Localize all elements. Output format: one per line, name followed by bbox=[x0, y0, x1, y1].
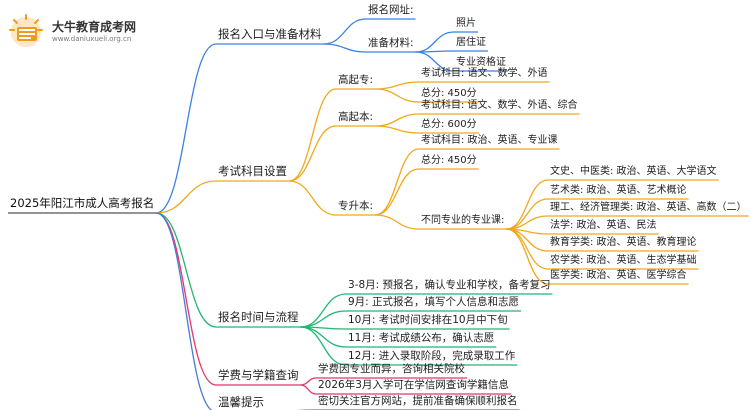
material-residence-permit: 居住证 bbox=[456, 37, 486, 48]
connector-b4 bbox=[156, 212, 213, 410]
connector-b2-3 bbox=[300, 326, 347, 348]
connector-b1-2-0 bbox=[374, 148, 420, 216]
connector-b1-2-2-6 bbox=[506, 228, 549, 285]
branch-reminder: 温馨提示 bbox=[218, 395, 264, 409]
branch-exam-subjects: 考试科目设置 bbox=[218, 164, 287, 178]
connector-b1-2-2-0 bbox=[506, 179, 549, 230]
connector-b0-0 bbox=[323, 18, 367, 45]
branch-tuition-status: 学费与学籍查询 bbox=[218, 368, 299, 382]
zhuanshengben-total: 总分: 450分 bbox=[421, 155, 477, 166]
level-zhuanshengben: 专升本: bbox=[338, 200, 374, 212]
schedule-nov: 11月: 考试成绩公布，确认志愿 bbox=[348, 332, 495, 344]
major-medicine: 医学类: 政治、英语、医学综合 bbox=[550, 270, 687, 281]
gaoqiben-subjects: 考试科目: 语文、数学、外语、综合 bbox=[421, 100, 578, 111]
connector-b1-0 bbox=[288, 88, 337, 182]
materials-label: 准备材料: bbox=[368, 37, 414, 49]
connector-b0 bbox=[156, 43, 217, 214]
connector-b1-2-1 bbox=[374, 168, 420, 216]
major-science-economics: 理工、经济管理类: 政治、英语、高数（二） bbox=[550, 202, 747, 213]
major-education: 教育学类: 政治、英语、教育理论 bbox=[550, 237, 697, 248]
level-gaoqizhuan: 高起专: bbox=[338, 74, 374, 86]
major-art: 艺术类: 政治、英语、艺术概论 bbox=[550, 185, 687, 196]
branch-registration-materials: 报名入口与准备材料 bbox=[218, 27, 322, 41]
tuition-note: 学费因专业而异，咨询相关院校 bbox=[318, 363, 465, 375]
connector-b1-2-2 bbox=[375, 214, 420, 230]
branch-schedule-process: 报名时间与流程 bbox=[218, 310, 299, 324]
schedule-dec: 12月: 进入录取阶段，完成录取工作 bbox=[348, 350, 516, 362]
major-history-tcm: 文史、中医类: 政治、英语、大学语文 bbox=[550, 166, 717, 177]
schedule-mar-aug: 3-8月: 预报名，确认专业和学校，备考复习 bbox=[348, 279, 551, 291]
gaoqiben-total: 总分: 600分 bbox=[421, 119, 477, 130]
major-agriculture: 农学类: 政治、英语、生态学基础 bbox=[550, 255, 697, 266]
connector-b1-2-2-5 bbox=[506, 228, 549, 270]
schedule-sep: 9月: 正式报名，填写个人信息和志愿 bbox=[348, 296, 520, 308]
book-icon bbox=[9, 14, 43, 47]
connector-b1-0-1 bbox=[375, 88, 420, 103]
connector-b1-2 bbox=[288, 180, 337, 216]
logo-title: 大牛教育成考网 bbox=[52, 20, 137, 34]
connector-b1-0-0 bbox=[375, 81, 420, 90]
connector-b0-1-0 bbox=[415, 31, 455, 53]
connector-b2-0 bbox=[300, 293, 347, 328]
connector-b3-1 bbox=[300, 384, 317, 395]
connector-b1-1 bbox=[288, 125, 337, 182]
schedule-oct: 10月: 考试时间安排在10月中下旬 bbox=[348, 314, 508, 326]
connector-b3 bbox=[156, 212, 217, 386]
gaoqizhuan-subjects: 考试科目: 语文、数学、外语 bbox=[421, 68, 548, 79]
gaoqizhuan-total: 总分: 450分 bbox=[421, 88, 477, 99]
zhuanshengben-subjects: 考试科目: 政治、英语、专业课 bbox=[421, 135, 558, 146]
connector-b3-0 bbox=[300, 377, 317, 386]
reminder-note: 密切关注官方网站，提前准备确保顺利报名 bbox=[318, 395, 518, 407]
connector-b0-1 bbox=[323, 43, 367, 53]
root-topic: 2025年阳江市成人高考报名 bbox=[10, 196, 155, 210]
connector-b1 bbox=[156, 180, 217, 214]
connector-b1-1-0 bbox=[375, 113, 420, 127]
connector-b2 bbox=[156, 212, 217, 328]
status-query-note: 2026年3月入学可在学信网查询学籍信息 bbox=[318, 379, 509, 391]
major-law: 法学: 政治、英语、民法 bbox=[550, 220, 657, 231]
registration-url-label: 报名网址: bbox=[368, 4, 414, 16]
connector-b2-4 bbox=[300, 326, 347, 366]
material-qualification-cert: 专业资格证 bbox=[456, 57, 506, 68]
connector-b0-1-2 bbox=[415, 51, 455, 72]
logo-url: www.daniuxueli.org.cn bbox=[52, 35, 132, 43]
level-gaoqiben: 高起本: bbox=[338, 111, 374, 123]
major-courses-label: 不同专业的专业课: bbox=[421, 215, 505, 226]
connector-b2-1 bbox=[300, 310, 347, 328]
material-photo: 照片 bbox=[456, 18, 476, 29]
site-logo: 大牛教育成考网 www.daniuxueli.org.cn bbox=[8, 14, 168, 54]
connector-b1-1-1 bbox=[375, 125, 420, 134]
